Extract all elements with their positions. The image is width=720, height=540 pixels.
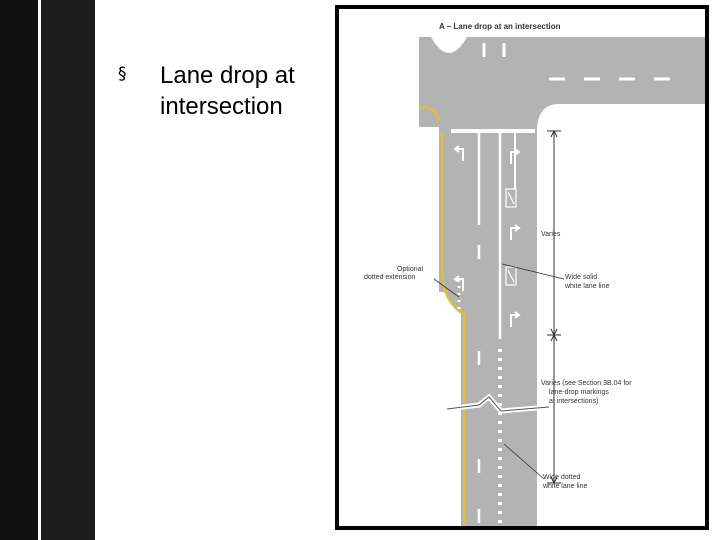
label-varies-bottom-line2: lane-drop markings bbox=[549, 389, 609, 396]
only-word-marking-icon bbox=[505, 188, 517, 286]
label-varies-bottom-line1: Varies (see Section 3B.04 for bbox=[541, 380, 632, 387]
leader-lines bbox=[433, 263, 565, 480]
label-optional-line2: dotted extension bbox=[364, 274, 415, 281]
label-optional: Optional dotted extension bbox=[364, 266, 425, 281]
figure-frame: A – Lane drop at an intersection bbox=[335, 5, 709, 530]
cross-street-island bbox=[431, 37, 509, 53]
cross-street-yellow-edge bbox=[418, 106, 440, 122]
label-wide-solid-line1: Wide solid bbox=[565, 274, 597, 281]
label-varies-top: Varies bbox=[541, 231, 561, 238]
label-wide-solid-line2: white lane line bbox=[564, 283, 609, 290]
left-decorative-strip bbox=[0, 0, 95, 540]
yellow-center-line bbox=[441, 133, 465, 529]
cross-street-white-edge bbox=[538, 104, 705, 125]
dimension-lines bbox=[547, 129, 561, 485]
label-optional-line1: Optional bbox=[397, 266, 424, 273]
strip-divider bbox=[38, 0, 41, 540]
lane-drop-diagram: A – Lane drop at an intersection bbox=[364, 22, 705, 529]
right-turn-arrow-icon bbox=[510, 148, 521, 327]
left-turn-arrow-icon bbox=[453, 275, 464, 291]
label-wide-dotted: Wide dotted white lane line bbox=[542, 474, 587, 490]
label-wide-dotted-line2: white lane line bbox=[542, 483, 587, 490]
bullet-text: Lane drop at intersection bbox=[160, 62, 295, 120]
label-varies-bottom: Varies (see Section 3B.04 for lane-drop … bbox=[541, 380, 633, 405]
road-surface bbox=[419, 37, 705, 529]
bullet-marker: § bbox=[118, 64, 127, 84]
break-line-icon bbox=[446, 396, 550, 412]
left-turn-arrow-icon bbox=[453, 145, 464, 161]
strip-texture bbox=[41, 0, 95, 540]
figure-title: A – Lane drop at an intersection bbox=[439, 22, 561, 31]
lane-lines bbox=[457, 133, 516, 529]
cross-street-markings bbox=[482, 43, 670, 81]
strip-dark bbox=[0, 0, 38, 540]
label-wide-dotted-line1: Wide dotted bbox=[543, 474, 580, 481]
label-wide-solid: Wide solid white lane line bbox=[564, 274, 609, 290]
label-varies-bottom-line3: at intersections) bbox=[549, 398, 598, 405]
